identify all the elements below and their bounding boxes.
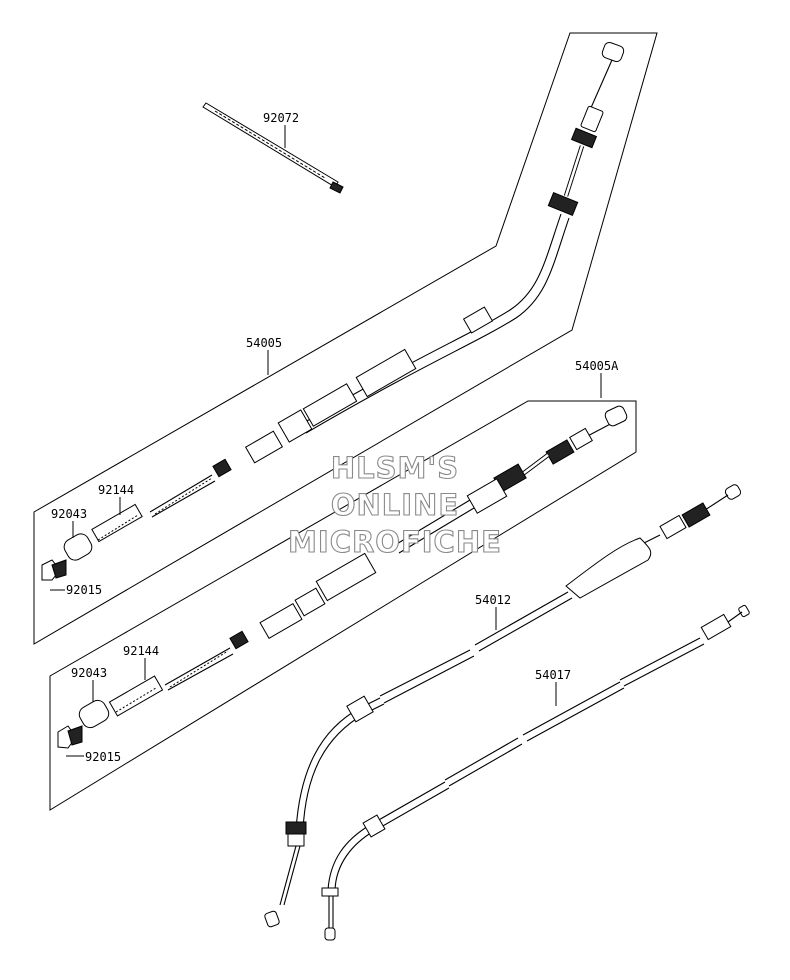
- cable-54017: [321, 604, 750, 941]
- label-54012: 54012: [475, 593, 511, 607]
- label-92043-lower: 92043: [71, 666, 107, 680]
- tie-strap-92072: [202, 102, 344, 194]
- label-54005: 54005: [246, 336, 282, 350]
- spring-92144-lower: [108, 675, 164, 717]
- wing-nut-92015-lower: [57, 725, 83, 749]
- collar-92043-upper: [63, 533, 93, 561]
- label-92015-upper: 92015: [66, 583, 102, 597]
- label-54005a: 54005A: [575, 359, 619, 373]
- watermark-line-2: ONLINE: [331, 488, 459, 522]
- group-frame-54005: [33, 32, 658, 645]
- cable-54012: [264, 484, 742, 928]
- cable-54005: [149, 41, 625, 518]
- label-92015-lower: 92015: [85, 750, 121, 764]
- cable-54005a: [164, 405, 628, 691]
- label-92072: 92072: [263, 111, 299, 125]
- collar-92043-lower: [78, 699, 110, 729]
- wing-nut-92015-upper: [41, 559, 67, 581]
- label-92144-upper: 92144: [98, 483, 134, 497]
- label-54017: 54017: [535, 668, 571, 682]
- label-92144-lower: 92144: [123, 644, 159, 658]
- watermark-line-3: MICROFICHE: [288, 525, 502, 559]
- label-92043-upper: 92043: [51, 507, 87, 521]
- watermark-line-1: HLSM'S: [331, 451, 459, 485]
- spring-92144-upper: [91, 503, 143, 543]
- group-frame-54005a: [49, 400, 637, 811]
